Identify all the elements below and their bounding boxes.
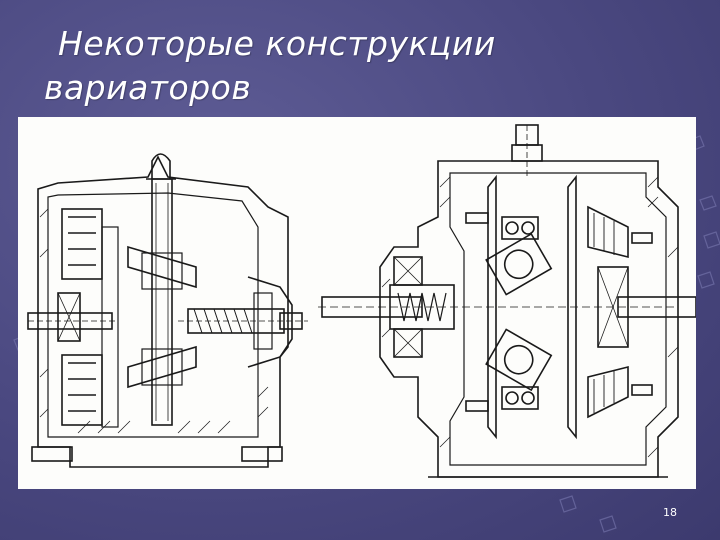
right-variator-section [318,124,696,478]
title-line-2: вариаторов [44,68,252,107]
variator-cross-sections [27,124,696,478]
left-variator-section [27,153,308,468]
slide-number: 18 [663,506,677,519]
variator-drawing [18,117,696,489]
slide-title: Некоторые конструкции вариаторов [44,22,644,110]
title-line-1: Некоторые конструкции [58,24,496,63]
